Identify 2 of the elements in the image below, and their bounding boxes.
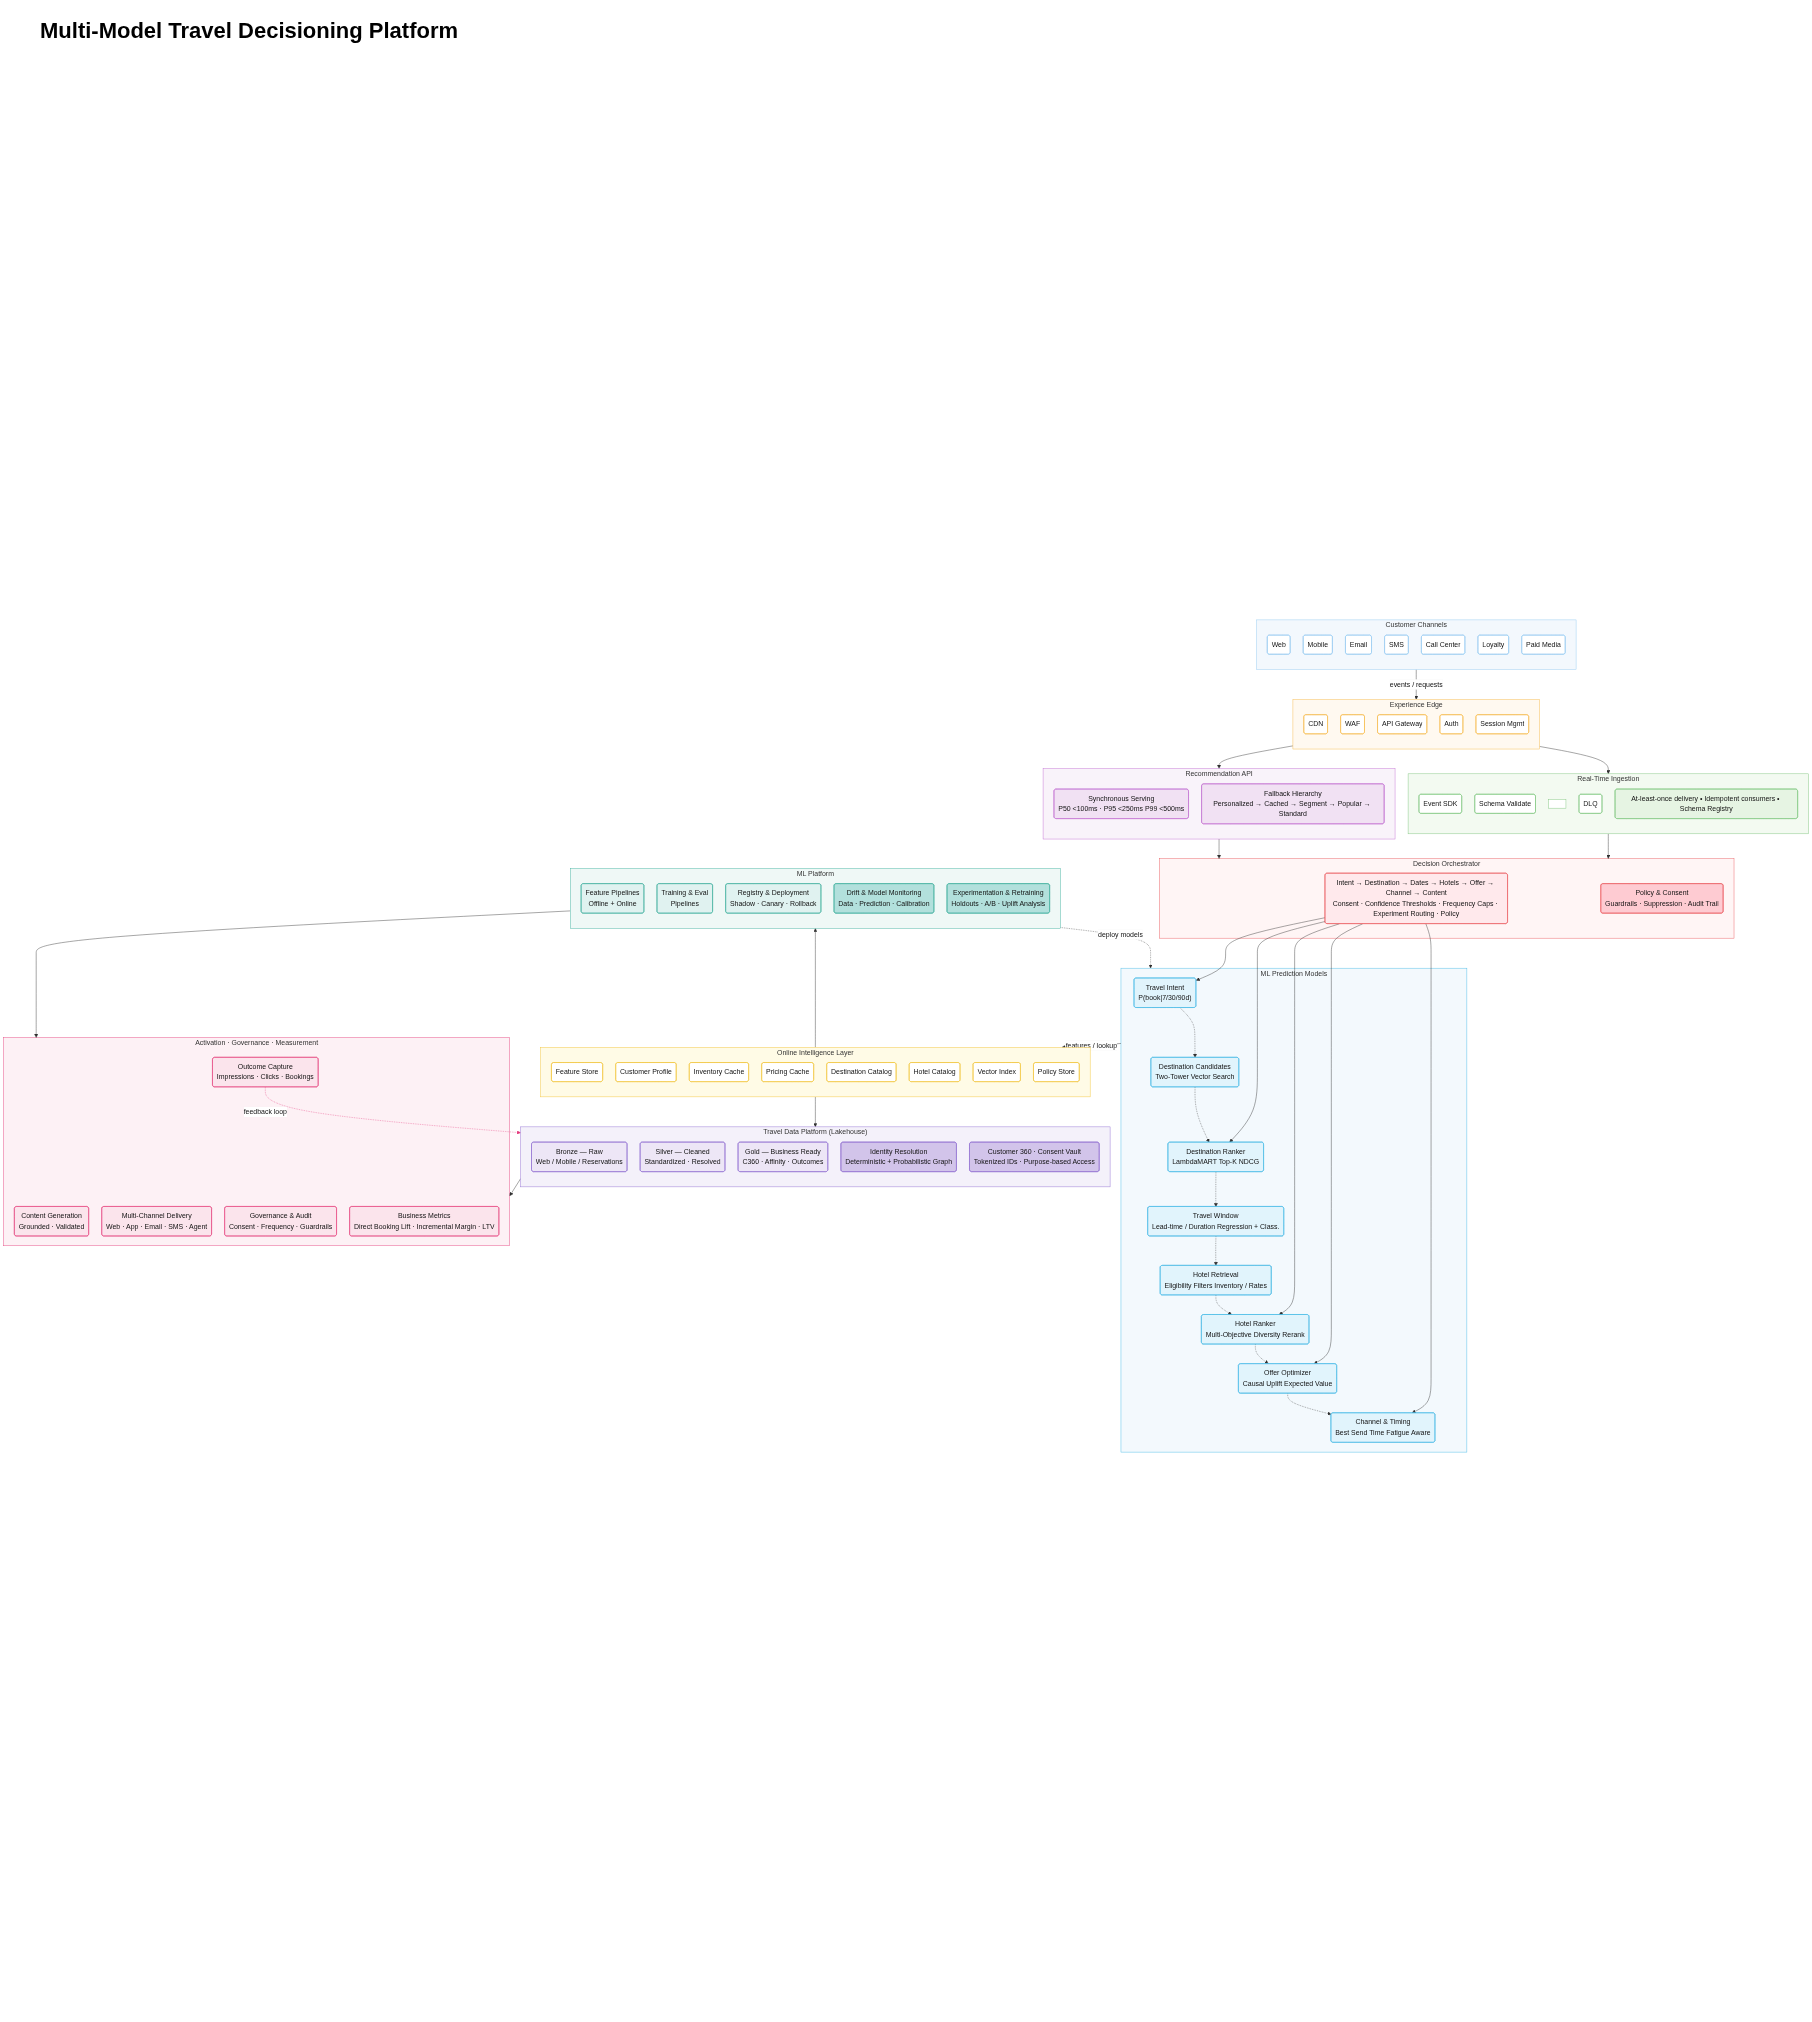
node-box — [1548, 799, 1567, 809]
diagram-subtitle: Multi-Model Travel Decisioning Platform — [40, 18, 460, 44]
